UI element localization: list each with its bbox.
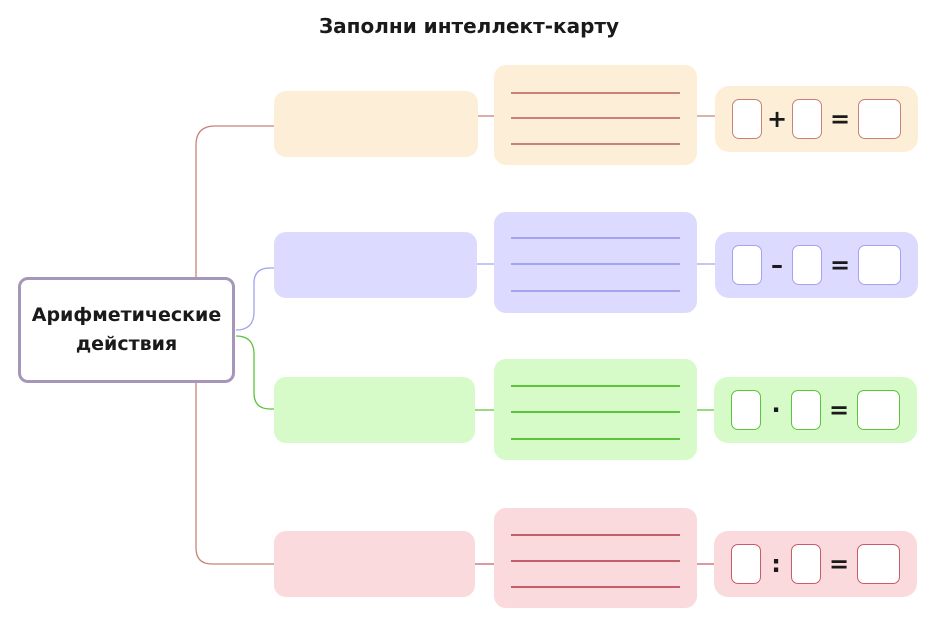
central-node: Арифметические действия bbox=[18, 277, 235, 383]
branch-1-equation: + = bbox=[715, 86, 918, 152]
branch-1-lines-box[interactable] bbox=[494, 65, 697, 165]
operand-1-cell[interactable] bbox=[731, 544, 761, 584]
equals-sign: = bbox=[828, 396, 850, 424]
result-cell[interactable] bbox=[857, 544, 900, 584]
operand-1-cell[interactable] bbox=[732, 99, 762, 139]
connector-branch-4 bbox=[195, 383, 274, 565]
write-line[interactable] bbox=[511, 411, 680, 413]
branch-2-equation: – = bbox=[715, 232, 918, 298]
write-line[interactable] bbox=[511, 143, 680, 145]
operand-2-cell[interactable] bbox=[792, 245, 822, 285]
operator-sign: + bbox=[766, 105, 788, 133]
page-title: Заполни интеллект-карту bbox=[318, 14, 620, 38]
operand-1-cell[interactable] bbox=[731, 390, 761, 430]
write-line[interactable] bbox=[511, 560, 680, 562]
write-line[interactable] bbox=[511, 438, 680, 440]
write-line[interactable] bbox=[511, 534, 680, 536]
write-line[interactable] bbox=[511, 237, 680, 239]
operand-1-cell[interactable] bbox=[732, 245, 762, 285]
equals-sign: = bbox=[828, 550, 850, 578]
branch-4-name-box[interactable] bbox=[274, 531, 475, 597]
write-line[interactable] bbox=[511, 92, 680, 94]
branch-4-lines-box[interactable] bbox=[494, 508, 697, 608]
write-line[interactable] bbox=[511, 117, 680, 119]
operand-2-cell[interactable] bbox=[791, 390, 821, 430]
write-line[interactable] bbox=[511, 290, 680, 292]
write-line[interactable] bbox=[511, 263, 680, 265]
equals-sign: = bbox=[829, 105, 851, 133]
result-cell[interactable] bbox=[858, 99, 901, 139]
result-cell[interactable] bbox=[857, 390, 900, 430]
connector-branch-2 bbox=[235, 267, 274, 331]
write-line[interactable] bbox=[511, 385, 680, 387]
operand-2-cell[interactable] bbox=[792, 99, 822, 139]
result-cell[interactable] bbox=[858, 245, 901, 285]
branch-3-equation: · = bbox=[714, 377, 917, 443]
branch-1-name-box[interactable] bbox=[274, 91, 478, 157]
write-line[interactable] bbox=[511, 586, 680, 588]
branch-2-name-box[interactable] bbox=[274, 232, 477, 298]
branch-2-lines-box[interactable] bbox=[494, 212, 697, 313]
branch-4-equation: : = bbox=[714, 531, 917, 597]
branch-3-name-box[interactable] bbox=[274, 377, 475, 443]
branch-3-lines-box[interactable] bbox=[494, 359, 697, 460]
operator-sign: – bbox=[771, 251, 783, 279]
connector-branch-3 bbox=[235, 335, 274, 410]
operand-2-cell[interactable] bbox=[791, 544, 821, 584]
operator-sign: : bbox=[771, 550, 781, 578]
connector-branch-1 bbox=[195, 125, 274, 277]
equals-sign: = bbox=[829, 251, 851, 279]
operator-sign: · bbox=[771, 396, 781, 424]
